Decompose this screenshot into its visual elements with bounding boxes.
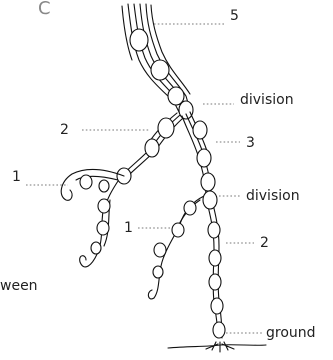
bud — [91, 242, 101, 254]
label-lower-division: division — [246, 188, 300, 204]
bud — [158, 118, 174, 138]
bud — [97, 221, 109, 235]
label-inner-tip-number: 1 — [124, 220, 133, 236]
label-right-lower-number: 2 — [260, 235, 269, 251]
bud — [184, 201, 196, 215]
bud — [130, 29, 148, 51]
left-branch — [104, 113, 183, 212]
inner-branch — [148, 196, 204, 299]
ground-line — [168, 342, 266, 352]
left-dangling-strand — [80, 199, 110, 267]
bud — [80, 175, 92, 189]
bud — [153, 266, 163, 278]
bud — [99, 180, 109, 192]
bud — [154, 243, 166, 257]
bud — [179, 101, 193, 119]
bud — [203, 191, 217, 209]
label-ground: ground — [266, 325, 316, 341]
label-tip-number: 5 — [230, 8, 239, 24]
bud — [211, 298, 223, 314]
label-between: ween — [0, 278, 38, 294]
bud — [208, 222, 220, 238]
label-right-segment-number: 3 — [246, 135, 255, 151]
bud — [145, 139, 159, 157]
bud — [172, 223, 184, 237]
upper-stalk-buds — [130, 29, 193, 119]
bud — [209, 250, 221, 266]
right-stem-upper — [182, 112, 215, 198]
bud — [197, 149, 211, 167]
left-curly-tip — [61, 170, 124, 201]
label-left-branch-number: 2 — [60, 122, 69, 138]
bud — [201, 173, 215, 191]
right-stem-lower — [203, 191, 225, 338]
bud — [213, 322, 225, 338]
label-upper-division: division — [240, 92, 294, 108]
bud — [209, 274, 221, 290]
bud — [98, 199, 110, 213]
label-left-tip-number: 1 — [12, 169, 21, 185]
bud — [193, 121, 207, 139]
bud — [151, 60, 169, 80]
diagram-labels: 5 division 2 3 1 division 1 2 ween groun… — [0, 8, 316, 341]
corner-glyph: C — [38, 0, 51, 19]
